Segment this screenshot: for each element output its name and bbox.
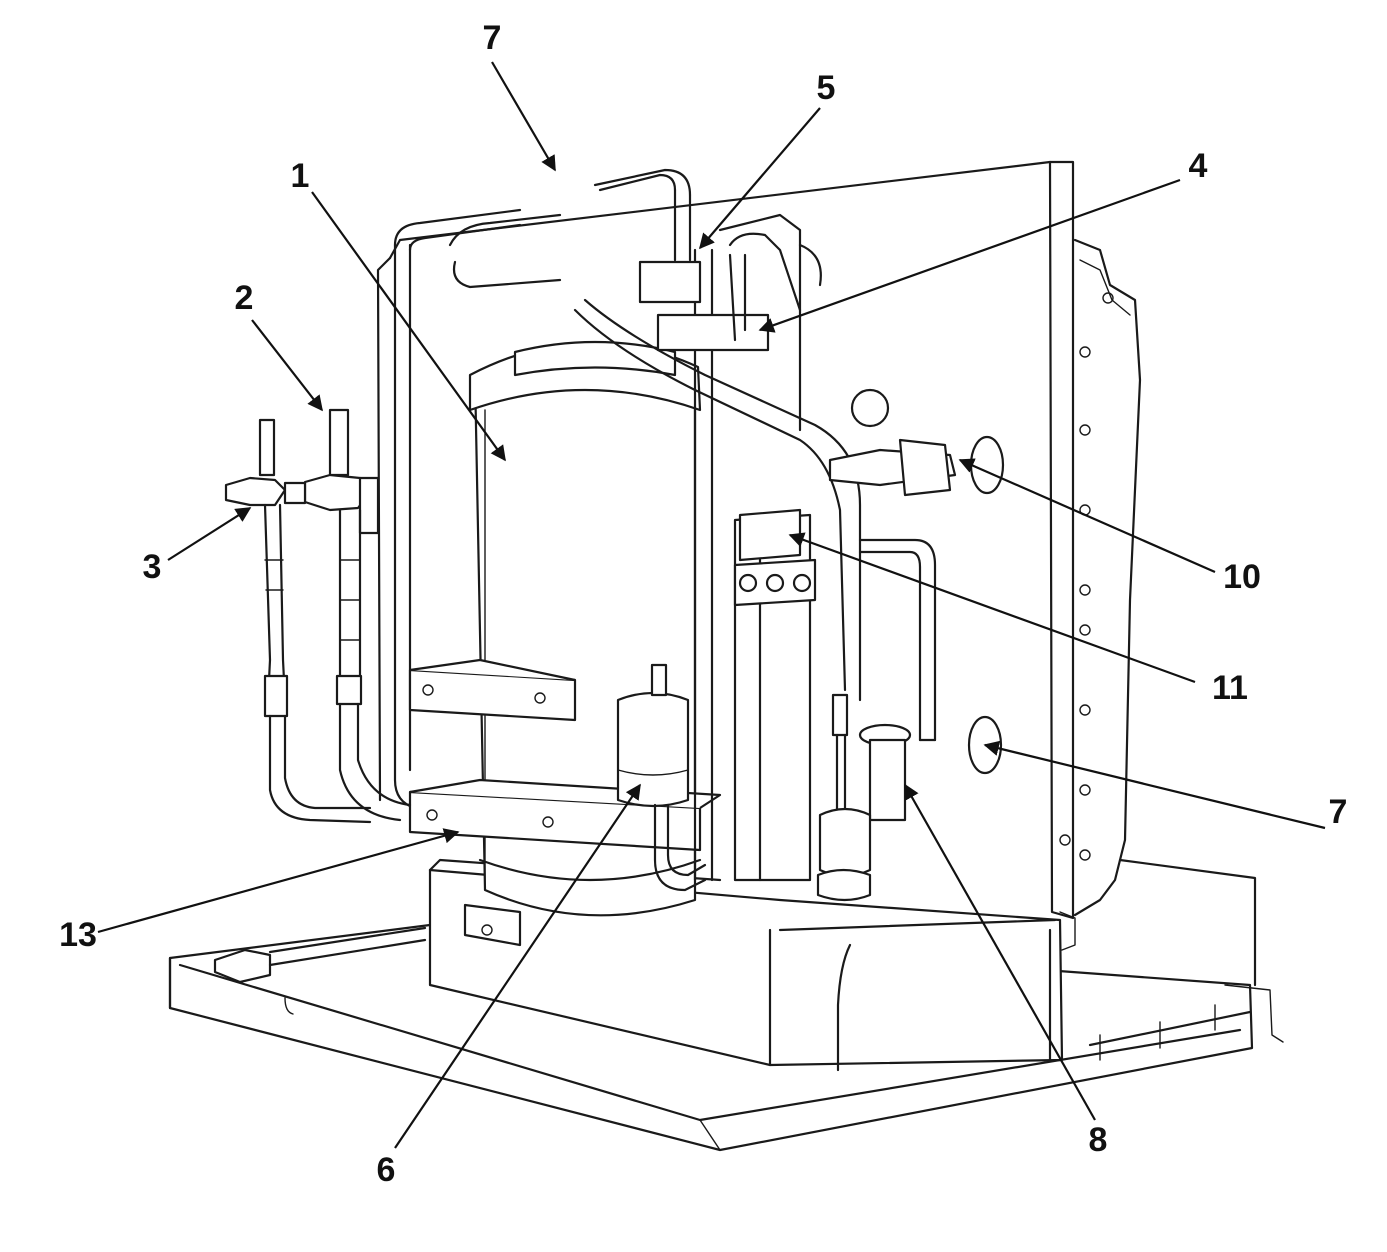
leader-2 [251, 319, 323, 412]
leader-6 [394, 783, 641, 1149]
leader-3 [167, 507, 252, 561]
leader-11 [788, 532, 1196, 684]
leader-5 [698, 107, 821, 250]
expansion-valve [816, 693, 912, 902]
callout-5: 5 [816, 69, 836, 107]
drain-fitting [213, 926, 427, 984]
leader-7-top [491, 61, 556, 172]
filter-drier [616, 663, 707, 892]
leader-8 [904, 783, 1096, 1121]
callout-13: 13 [59, 916, 97, 954]
callout-6: 6 [376, 1151, 396, 1189]
leader-7-right [983, 740, 1326, 830]
callout-4: 4 [1188, 147, 1208, 185]
callout-2: 2 [234, 279, 254, 317]
back-panel [376, 160, 1257, 987]
callout-7-top: 7 [482, 19, 502, 57]
receiver-assembly [733, 508, 817, 882]
leader-4 [758, 178, 1181, 333]
callout-8: 8 [1088, 1121, 1108, 1159]
service-valves-left [224, 408, 412, 824]
leader-lines [97, 61, 1326, 1149]
leader-1 [311, 191, 506, 462]
leader-10 [958, 458, 1216, 574]
callout-3: 3 [142, 548, 162, 586]
leader-13 [97, 828, 460, 934]
callout-11: 11 [1212, 669, 1248, 707]
callout-10: 10 [1223, 558, 1261, 596]
callout-1: 1 [290, 157, 310, 195]
compressor-base [428, 858, 1064, 1072]
callout-7-right: 7 [1328, 793, 1348, 831]
mounting-brackets [408, 658, 722, 852]
